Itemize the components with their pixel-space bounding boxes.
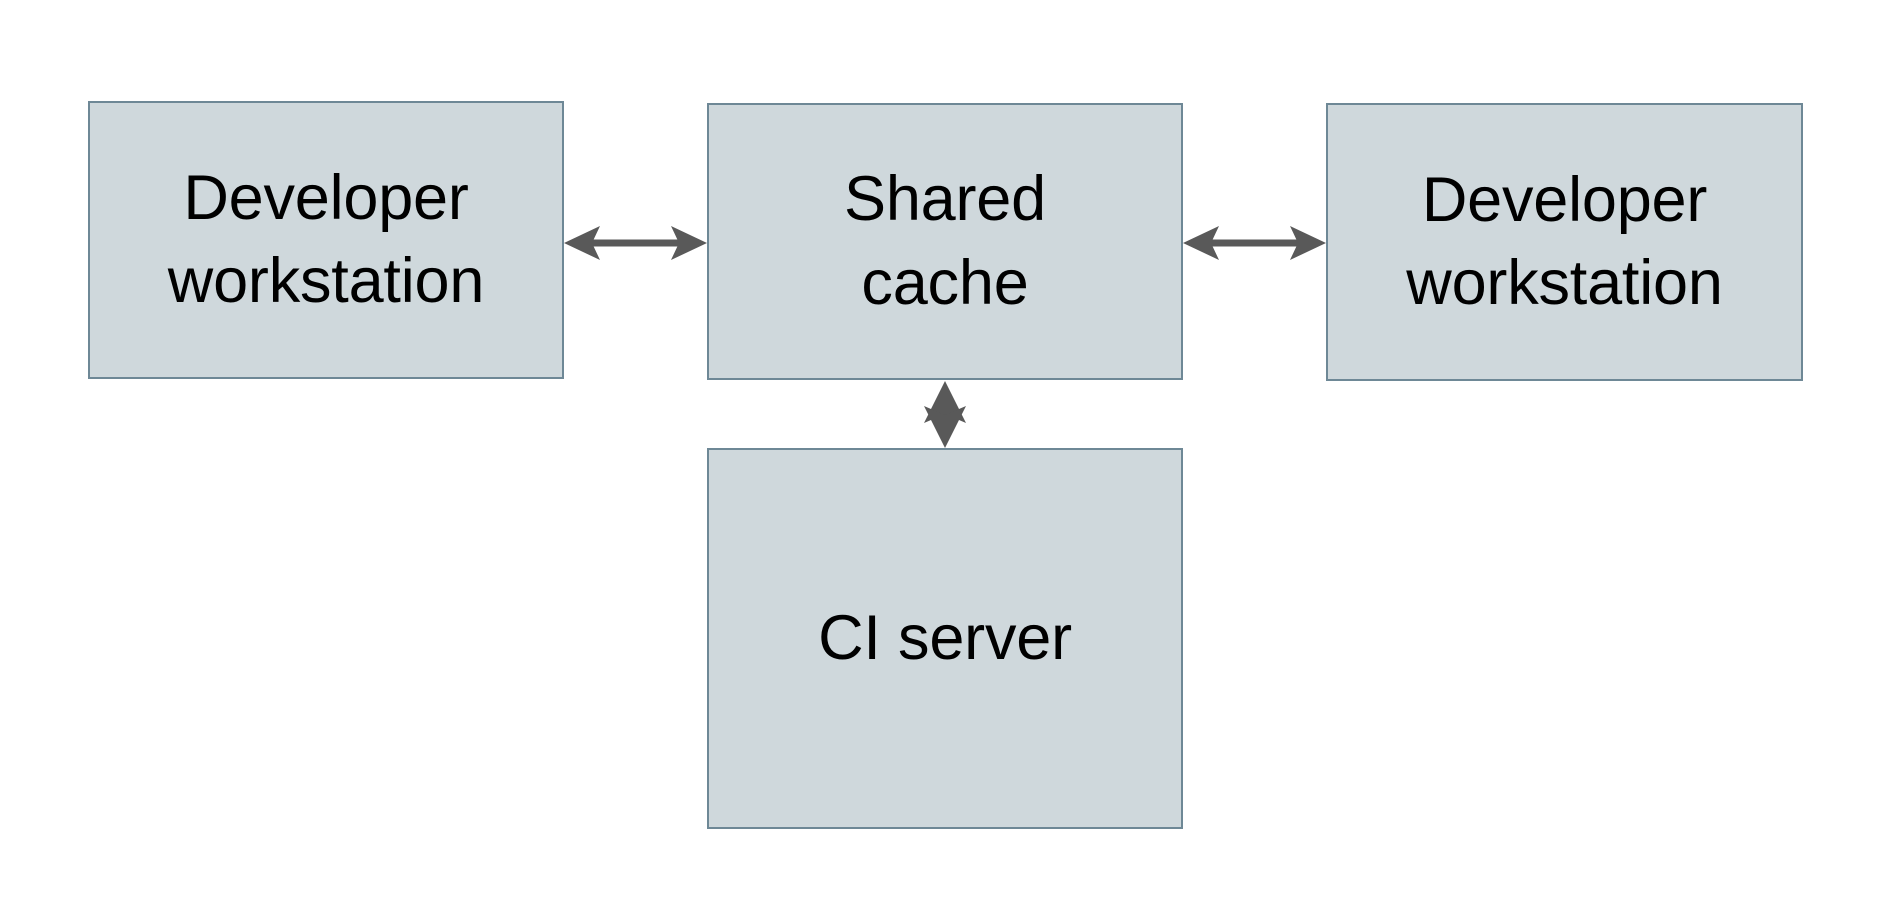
arrowhead-left bbox=[564, 226, 600, 260]
connector-shared-cache-to-dev-right bbox=[1183, 226, 1326, 260]
connector-shared-cache-to-ci-server bbox=[924, 381, 966, 448]
arrowhead-down bbox=[924, 406, 966, 448]
node-label: Shared cache bbox=[844, 164, 1046, 318]
node-label: CI server bbox=[818, 602, 1072, 673]
node-label: Developer workstation bbox=[1406, 164, 1723, 318]
connector-dev-left-to-shared-cache bbox=[564, 226, 707, 260]
node-developer-workstation-right[interactable]: Developer workstation bbox=[1326, 103, 1803, 381]
node-ci-server[interactable]: CI server bbox=[707, 448, 1183, 829]
arrowhead-right bbox=[1290, 226, 1326, 260]
arrowhead-right bbox=[671, 226, 707, 260]
arrowhead-left bbox=[1183, 226, 1219, 260]
node-developer-workstation-left[interactable]: Developer workstation bbox=[88, 101, 564, 379]
arrowhead-up bbox=[924, 381, 966, 423]
node-label: Developer workstation bbox=[167, 162, 485, 316]
node-shared-cache[interactable]: Shared cache bbox=[707, 103, 1183, 380]
